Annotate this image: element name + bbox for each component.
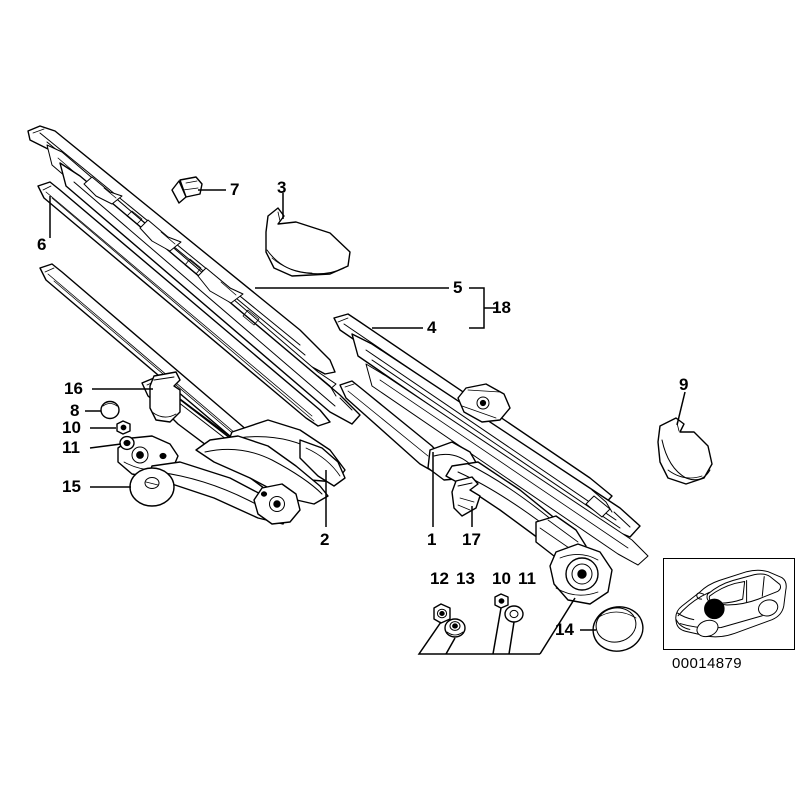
part-16-cover-cap-wedge (149, 371, 181, 423)
part-12-hex-nut-upper (433, 603, 451, 624)
part-number-label: 00014879 (672, 655, 742, 672)
part-11-washer (119, 435, 135, 451)
callout-11-a: 11 (62, 438, 80, 457)
callout-4: 4 (427, 318, 437, 337)
part-13-washer-lower (444, 618, 466, 638)
part-14-spindle-seal-ring (592, 606, 644, 652)
callout-9: 9 (679, 375, 689, 394)
part-3-wiper-arm-cover-cap-large (265, 207, 351, 277)
vehicle-location-inset (663, 558, 795, 650)
part-10-hex-nut-secondary (494, 593, 509, 609)
callout-10-a: 10 (62, 418, 81, 437)
callout-12: 12 (430, 569, 449, 588)
callout-17: 17 (462, 530, 481, 549)
part-8-cap-round (100, 400, 120, 420)
callout-18: 18 (492, 298, 511, 317)
part-15-rubber-grommet-disc (129, 467, 175, 507)
vehicle-inset-drawing (675, 569, 787, 638)
part-6-wiper-rubber-insert (37, 181, 331, 427)
callout-14: 14 (555, 620, 574, 639)
part-17-clip-wedge (451, 476, 481, 517)
part-5-wiper-blade-left (27, 125, 361, 425)
callout-6: 6 (37, 235, 47, 254)
callout-15: 15 (62, 477, 81, 496)
callout-2: 2 (320, 530, 330, 549)
callout-7: 7 (230, 180, 240, 199)
wiper-location-marker (704, 598, 725, 620)
part-7-blade-clip-small (171, 176, 203, 204)
leader-group-bracket-bottom (417, 621, 540, 655)
callout-3: 3 (277, 178, 287, 197)
part-9-wiper-arm-cover-cap-right (657, 417, 713, 485)
part-10-hex-nut (116, 420, 131, 435)
part-4-wiper-blade-right (333, 313, 649, 566)
part-2-wiper-arm-driver-linkage (117, 377, 346, 525)
callout-10-b: 10 (492, 569, 511, 588)
callout-13: 13 (456, 569, 475, 588)
part-11-washer-secondary (504, 605, 524, 623)
callout-1: 1 (427, 530, 437, 549)
callout-11-b: 11 (518, 569, 536, 588)
callout-8: 8 (70, 401, 80, 420)
callout-5: 5 (453, 278, 463, 297)
leader-lines (49, 189, 686, 631)
callout-16: 16 (64, 379, 83, 398)
